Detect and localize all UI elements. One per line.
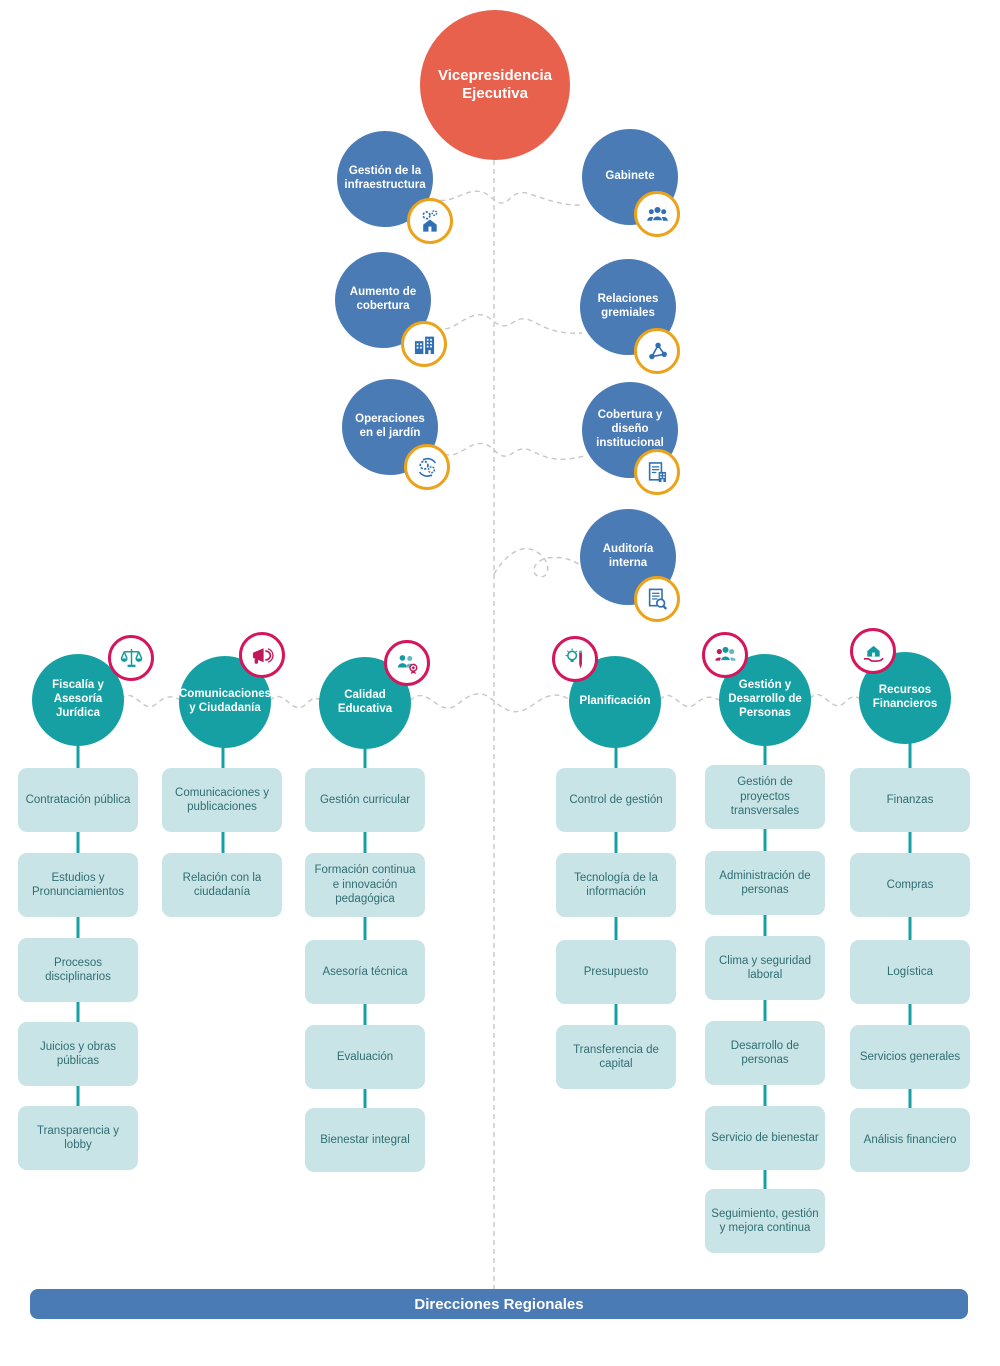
unit-label: Servicios generales: [859, 1050, 961, 1063]
network-icon: [634, 328, 680, 374]
unit-evaluacion: Evaluación: [305, 1025, 425, 1089]
unit-label: Asesoría técnica: [322, 965, 408, 978]
unit-clima-seguridad-laboral: Clima y seguridad laboral: [705, 936, 825, 1000]
unit-label: Tecnología de la información: [574, 871, 658, 898]
gears-house-icon: [407, 198, 453, 244]
node-label: Relaciones gremiales: [597, 293, 659, 319]
unit-servicios-generales: Servicios generales: [850, 1025, 970, 1089]
gears-cycle-icon: [404, 444, 450, 490]
unit-tecnologia-informacion: Tecnología de la información: [556, 853, 676, 917]
people-award-icon: [384, 640, 430, 686]
unit-relacion-ciudadania: Relación con la ciudadanía: [162, 853, 282, 917]
unit-label: Transferencia de capital: [573, 1043, 659, 1070]
dept-label: Planificación: [579, 695, 651, 708]
idea-pencil-icon: [552, 636, 598, 682]
footer-label: Direcciones Regionales: [414, 1295, 584, 1313]
scales-icon: [108, 635, 154, 681]
node-label: Cobertura y diseño institucional: [596, 409, 664, 449]
dashed-connectors: [120, 160, 861, 1289]
document-building-icon: [634, 449, 680, 495]
unit-administracion-personas: Administración de personas: [705, 851, 825, 915]
unit-bienestar-integral: Bienestar integral: [305, 1108, 425, 1172]
unit-analisis-financiero: Análisis financiero: [850, 1108, 970, 1172]
unit-label: Compras: [886, 878, 934, 891]
unit-label: Control de gestión: [569, 793, 663, 806]
unit-presupuesto: Presupuesto: [556, 940, 676, 1004]
megaphone-icon: [239, 632, 285, 678]
building-icon: [401, 321, 447, 367]
people-icon: [634, 191, 680, 237]
node-label: Vicepresidencia Ejecutiva: [438, 67, 552, 102]
node-label: Gabinete: [605, 170, 655, 183]
unit-label: Evaluación: [336, 1050, 394, 1063]
unit-compras: Compras: [850, 853, 970, 917]
node-gestion-infraestructura: Gestión de la infraestructura: [337, 131, 433, 227]
dept-label: Comunicaciones y Ciudadanía: [178, 688, 272, 714]
unit-label: Bienestar integral: [320, 1133, 410, 1146]
dept-fiscalia: Fiscalía y Asesoría Jurídica: [32, 654, 124, 746]
unit-finanzas: Finanzas: [850, 768, 970, 832]
unit-label: Clima y seguridad laboral: [718, 954, 812, 981]
unit-label: Seguimiento, gestión y mejora continua: [711, 1207, 819, 1234]
direcciones-regionales-bar: Direcciones Regionales: [30, 1289, 968, 1319]
unit-transferencia-capital: Transferencia de capital: [556, 1025, 676, 1089]
unit-formacion-continua: Formación continua e innovación pedagógi…: [305, 853, 425, 917]
unit-label: Administración de personas: [719, 869, 811, 896]
unit-estudios-pronunciamientos: Estudios y Pronunciamientos: [18, 853, 138, 917]
unit-transparencia-lobby: Transparencia y lobby: [18, 1106, 138, 1170]
unit-control-gestion: Control de gestión: [556, 768, 676, 832]
unit-label: Contratación pública: [25, 793, 131, 806]
node-vicepresidencia: Vicepresidencia Ejecutiva: [420, 10, 570, 160]
unit-label: Presupuesto: [583, 965, 649, 978]
unit-label: Juicios y obras públicas: [39, 1040, 117, 1067]
unit-label: Gestión curricular: [319, 793, 411, 806]
unit-comunicaciones-publicaciones: Comunicaciones y publicaciones: [162, 768, 282, 832]
unit-label: Logística: [886, 965, 934, 978]
node-label: Operaciones en el jardín: [355, 413, 425, 439]
unit-servicio-bienestar: Servicio de bienestar: [705, 1106, 825, 1170]
unit-label: Formación continua e innovación pedagógi…: [314, 864, 416, 906]
unit-label: Relación con la ciudadanía: [182, 871, 262, 898]
team-icon: [702, 632, 748, 678]
unit-gestion-curricular: Gestión curricular: [305, 768, 425, 832]
unit-proyectos-transversales: Gestión de proyectos transversales: [705, 765, 825, 829]
node-label: Gestión de la infraestructura: [344, 165, 426, 191]
dept-label: Calidad Educativa: [337, 689, 393, 715]
unit-desarrollo-personas: Desarrollo de personas: [705, 1021, 825, 1085]
dept-gestion-desarrollo-personas: Gestión y Desarrollo de Personas: [719, 654, 811, 746]
unit-label: Gestión de proyectos transversales: [730, 776, 800, 818]
unit-label: Desarrollo de personas: [730, 1039, 800, 1066]
unit-label: Estudios y Pronunciamientos: [31, 871, 125, 898]
unit-logistica: Logística: [850, 940, 970, 1004]
document-magnifier-icon: [634, 576, 680, 622]
node-label: Aumento de cobertura: [349, 286, 417, 312]
unit-label: Servicio de bienestar: [711, 1131, 819, 1144]
node-cobertura-diseno-institucional: Cobertura y diseño institucional: [582, 382, 678, 478]
unit-juicios-obras-publicas: Juicios y obras públicas: [18, 1022, 138, 1086]
unit-label: Finanzas: [886, 793, 934, 806]
node-label: Auditoría interna: [602, 543, 654, 569]
hand-house-icon: [850, 628, 896, 674]
dept-label: Fiscalía y Asesoría Jurídica: [52, 679, 104, 719]
unit-label: Comunicaciones y publicaciones: [175, 786, 269, 813]
unit-contratacion-publica: Contratación pública: [18, 768, 138, 832]
unit-label: Transparencia y lobby: [36, 1124, 120, 1151]
dept-label: Recursos Financieros: [872, 684, 938, 710]
unit-procesos-disciplinarios: Procesos disciplinarios: [18, 938, 138, 1002]
unit-seguimiento-mejora-continua: Seguimiento, gestión y mejora continua: [705, 1189, 825, 1253]
unit-label: Análisis financiero: [863, 1133, 957, 1146]
dept-label: Gestión y Desarrollo de Personas: [728, 679, 802, 719]
unit-asesoria-tecnica: Asesoría técnica: [305, 940, 425, 1004]
unit-label: Procesos disciplinarios: [45, 956, 111, 983]
